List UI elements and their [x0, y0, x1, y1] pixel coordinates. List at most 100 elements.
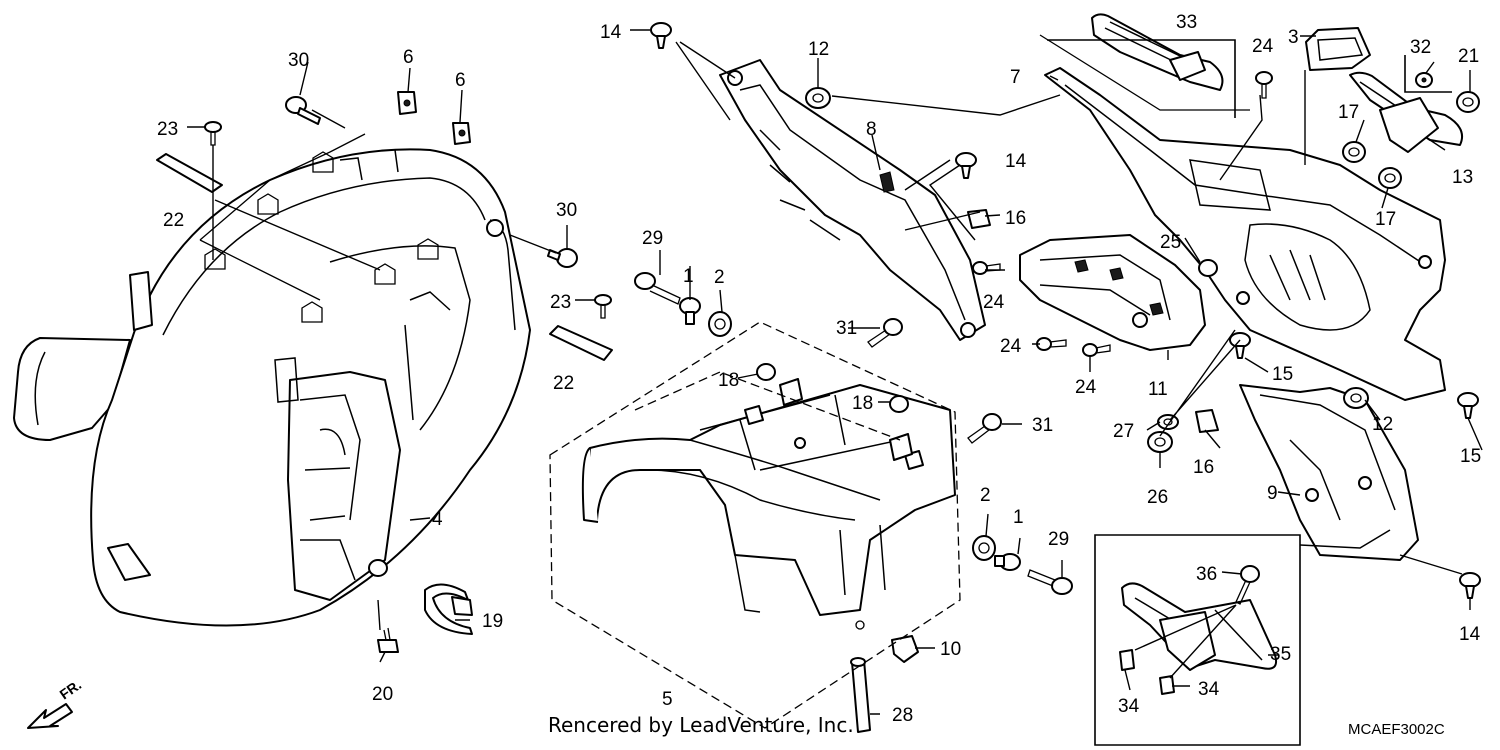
callout-12: 12	[1372, 414, 1393, 435]
callout-7: 7	[1010, 67, 1021, 88]
bolt-part-20	[377, 627, 399, 653]
clip-part-14b	[955, 152, 977, 179]
pin-part-28	[850, 657, 871, 733]
callout-34: 34	[1118, 696, 1140, 717]
callout-24: 24	[1075, 377, 1097, 398]
washer-part-27	[1157, 414, 1179, 430]
strap-part-22b	[549, 325, 613, 361]
grip-part-13	[1349, 71, 1464, 153]
callout-labels: 1 1 2 2 3 4 5 6 6 7 8 9 10 11 12 12 13 1…	[157, 12, 1481, 726]
callout-13: 13	[1452, 167, 1473, 188]
callout-26: 26	[1147, 487, 1168, 508]
screw-part-24a	[1255, 71, 1273, 99]
callout-12: 12	[808, 39, 829, 60]
callout-14: 14	[1005, 151, 1027, 172]
callout-1: 1	[1013, 507, 1024, 528]
clip-part-6b	[452, 122, 471, 145]
callout-11: 11	[1148, 379, 1168, 400]
clip-part-10	[891, 635, 919, 663]
callout-20: 20	[372, 684, 393, 705]
bolt-part-31a	[867, 318, 903, 348]
rivet-part-23a	[204, 121, 222, 146]
callout-34: 34	[1198, 679, 1220, 700]
clip-part-15b	[1457, 392, 1479, 419]
callout-24: 24	[1000, 336, 1022, 357]
diagram-code: MCAEF3002C	[1348, 721, 1445, 738]
nut-part-18a	[756, 363, 776, 381]
grip-part-33	[1091, 13, 1224, 91]
credit-text: Rencered by LeadVenture, Inc.	[548, 713, 854, 737]
callout-32: 32	[1410, 37, 1431, 58]
nut-part-21	[1456, 91, 1480, 113]
callout-21: 21	[1458, 46, 1479, 67]
callout-24: 24	[1252, 36, 1274, 57]
callout-6: 6	[455, 70, 466, 91]
band-part-19	[424, 583, 473, 635]
clip-part-34a	[1119, 649, 1135, 671]
collar-part-1a	[679, 297, 701, 325]
callout-8: 8	[866, 119, 877, 140]
callout-22: 22	[163, 210, 184, 231]
callout-31: 31	[836, 318, 857, 339]
callout-14: 14	[600, 22, 622, 43]
screw-part-24d	[1082, 343, 1111, 357]
callout-16: 16	[1193, 457, 1214, 478]
assembly-outlines	[549, 39, 1452, 746]
callout-9: 9	[1267, 483, 1278, 504]
callout-35: 35	[1270, 644, 1291, 665]
bracket-part-11	[1019, 234, 1206, 351]
clip-part-14a	[650, 22, 672, 49]
clip-nut-part-16a	[967, 209, 991, 229]
under-tray-part-5	[581, 378, 956, 630]
callout-10: 10	[940, 639, 961, 660]
collar-part-1b	[994, 553, 1021, 571]
callout-23: 23	[550, 292, 571, 313]
callout-17: 17	[1375, 209, 1396, 230]
screw-part-24c	[1036, 337, 1067, 351]
callout-33: 33	[1176, 12, 1197, 33]
callout-24: 24	[983, 292, 1005, 313]
side-rail-part-9	[1239, 384, 1419, 561]
clip-part-34b	[1159, 675, 1175, 695]
clip-part-6a	[397, 91, 417, 115]
grommet-part-12a	[805, 87, 831, 109]
callout-22: 22	[553, 373, 574, 394]
callout-27: 27	[1113, 421, 1134, 442]
side-rail-part-8	[719, 59, 986, 341]
rivet-part-23b	[594, 294, 612, 319]
callout-31: 31	[1032, 415, 1053, 436]
callout-15: 15	[1272, 364, 1293, 385]
callout-3: 3	[1288, 27, 1299, 48]
callout-5: 5	[662, 689, 673, 710]
clip-part-14c	[1459, 572, 1481, 599]
grommet-part-2b	[972, 535, 996, 561]
callout-29: 29	[642, 228, 663, 249]
bolt-part-29a	[634, 272, 681, 305]
rear-fender-part-4	[13, 133, 531, 627]
callout-18: 18	[718, 370, 739, 391]
callout-23: 23	[157, 119, 178, 140]
callout-6: 6	[403, 47, 414, 68]
clip-part-15a	[1229, 332, 1251, 359]
screw-part-24b	[972, 261, 1001, 275]
bolt-part-29b	[1027, 569, 1073, 595]
bolt-part-36	[1235, 565, 1260, 605]
callout-2: 2	[714, 267, 725, 288]
callout-30: 30	[288, 50, 309, 71]
strap-part-22a	[156, 153, 223, 193]
carrier-frame-part-7	[1039, 34, 1446, 401]
grommet-part-12b	[1343, 387, 1369, 409]
nut-part-32	[1415, 72, 1433, 88]
callout-19: 19	[482, 611, 503, 632]
callout-1: 1	[683, 266, 694, 287]
reflector-part-3	[1305, 27, 1371, 71]
callout-17: 17	[1338, 102, 1359, 123]
grommet-part-30a	[285, 96, 321, 125]
callout-28: 28	[892, 705, 913, 726]
callout-4: 4	[432, 509, 443, 530]
front-direction-label: FR.	[57, 676, 85, 702]
grommet-part-17a	[1342, 141, 1366, 163]
callout-16: 16	[1005, 208, 1026, 229]
grommet-part-17b	[1378, 167, 1402, 189]
